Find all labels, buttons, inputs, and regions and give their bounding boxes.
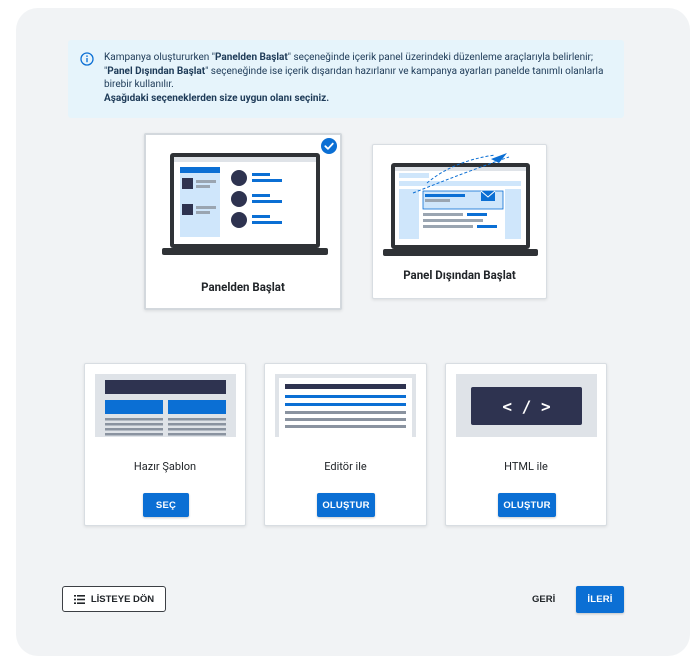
back-to-list-label: LİSTEYE DÖN bbox=[90, 593, 155, 605]
info-banner: Kampanya oluştururken "Panelden Başlat" … bbox=[68, 40, 624, 118]
next-button[interactable]: İLERİ bbox=[576, 586, 624, 613]
content-option-editor[interactable]: Editör ile OLUŞTUR bbox=[264, 363, 427, 526]
editor-thumbnail bbox=[275, 374, 416, 437]
content-option-template[interactable]: Hazır Şablon SEÇ bbox=[84, 363, 246, 526]
code-icon: < / > bbox=[502, 396, 551, 416]
back-to-list-button[interactable]: LİSTEYE DÖN bbox=[62, 586, 166, 612]
laptop-external-illustration bbox=[383, 153, 538, 256]
create-with-html-button[interactable]: OLUŞTUR bbox=[498, 493, 556, 517]
laptop-panel-illustration bbox=[162, 153, 328, 255]
content-option-html[interactable]: < / > HTML ile OLUŞTUR bbox=[445, 363, 607, 526]
html-thumbnail: < / > bbox=[456, 374, 597, 437]
list-icon bbox=[73, 594, 85, 604]
content-option-label: Editör ile bbox=[324, 460, 367, 473]
option-panel-disindan-baslat[interactable]: Panel Dışından Başlat bbox=[372, 144, 547, 299]
content-option-label: Hazır Şablon bbox=[133, 460, 197, 473]
info-text: Kampanya oluştururken "Panelden Başlat" … bbox=[104, 52, 604, 104]
option-title: Panelden Başlat bbox=[201, 280, 285, 294]
check-circle-icon bbox=[321, 138, 337, 154]
option-panelden-baslat[interactable]: Panelden Başlat bbox=[144, 133, 342, 310]
template-thumbnail bbox=[95, 374, 236, 437]
select-template-button[interactable]: SEÇ bbox=[143, 493, 189, 517]
back-button[interactable]: GERİ bbox=[532, 594, 556, 605]
create-with-editor-button[interactable]: OLUŞTUR bbox=[317, 493, 375, 517]
content-option-label: HTML ile bbox=[504, 460, 548, 473]
info-circle-icon bbox=[80, 52, 94, 66]
option-title: Panel Dışından Başlat bbox=[403, 268, 516, 282]
